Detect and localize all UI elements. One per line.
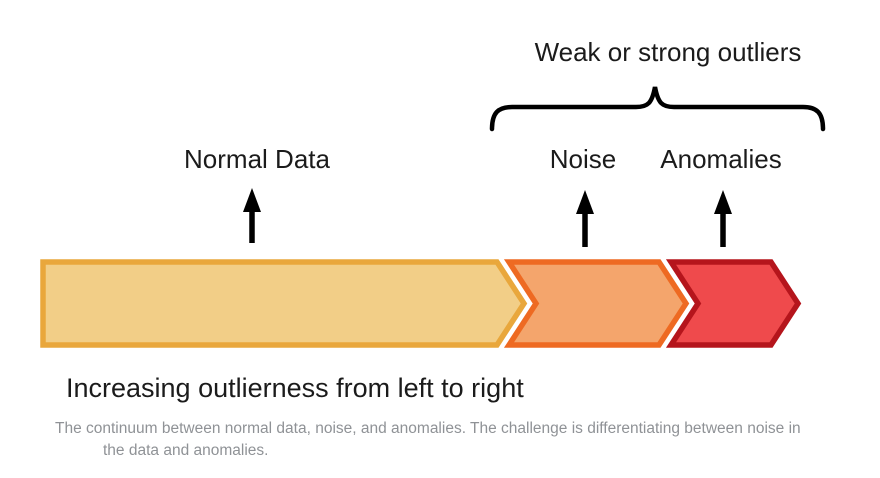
axis-note: Increasing outlierness from left to righ…	[66, 373, 524, 403]
noise-label: Noise	[549, 144, 617, 174]
noise-arrow-up-icon	[576, 190, 594, 247]
normal-data-arrow-up-icon	[243, 188, 261, 243]
noise-chevron	[503, 259, 690, 348]
figure-caption-line-1: The continuum between normal data, noise…	[55, 420, 801, 437]
group-heading: Weak or strong outliers	[534, 37, 802, 67]
anomalies-arrow-up-icon	[714, 190, 732, 247]
brace-icon	[489, 86, 826, 132]
normal-data-label: Normal Data	[184, 144, 330, 174]
normal-data-chevron	[40, 259, 528, 348]
anomalies-label: Anomalies	[660, 144, 782, 174]
anomalies-chevron	[665, 259, 802, 348]
figure-caption-line-2: the data and anomalies.	[103, 442, 269, 459]
